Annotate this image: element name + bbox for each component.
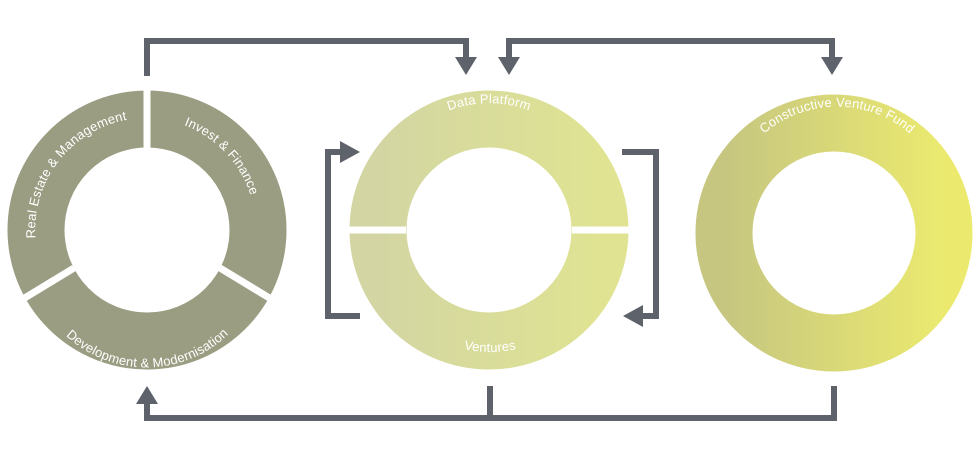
arrow-down-icon xyxy=(821,57,843,75)
middle-ring-shape xyxy=(349,90,629,370)
connector-cycle-left-bracket xyxy=(325,149,360,319)
arrow-up-icon xyxy=(136,386,158,404)
arrow-left-icon xyxy=(623,305,643,327)
segment-label-ventures-text: Ventures xyxy=(463,337,517,355)
connector-middle-right xyxy=(506,38,835,60)
right-ring: Constructive Venture Fund xyxy=(695,94,973,372)
left-ring-divider-left xyxy=(16,265,76,305)
arrow-right-icon xyxy=(340,141,360,163)
arrowheads xyxy=(136,57,843,404)
right-ring-shape xyxy=(695,94,973,372)
arrow-down-icon xyxy=(498,57,520,75)
connector-left-to-middle xyxy=(144,38,469,76)
connector-cycle-right-bracket xyxy=(622,149,659,319)
left-ring-divider-right xyxy=(218,265,278,305)
arrow-down-icon xyxy=(455,57,477,75)
connectors xyxy=(144,38,837,421)
middle-ring: Data Platform Ventures xyxy=(346,90,632,370)
segment-label-ventures: Ventures xyxy=(463,337,517,355)
left-ring: Real Estate & Management Invest & Financ… xyxy=(7,86,287,370)
